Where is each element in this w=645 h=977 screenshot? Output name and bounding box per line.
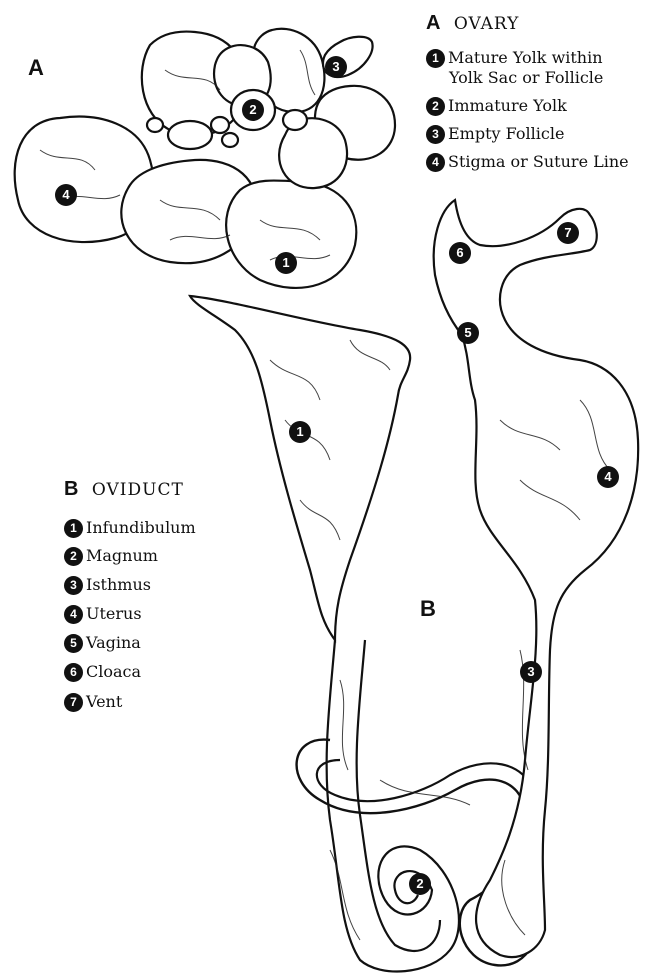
- ovary-heading-text: OVARY: [454, 14, 520, 34]
- ovary-legend-heading: A OVARY: [426, 12, 519, 35]
- ovary-num-1: 1: [426, 49, 445, 68]
- oviduct-marker-5: 5: [457, 322, 479, 344]
- ovary-marker-4: 4: [55, 184, 77, 206]
- oviduct-label-5: Vagina: [86, 633, 141, 652]
- ovary-num-3: 3: [426, 125, 445, 144]
- oviduct-num-1: 1: [64, 519, 83, 538]
- oviduct-num-7: 7: [64, 693, 83, 712]
- ovary-marker-3: 3: [325, 56, 347, 78]
- ovary-marker-2: 2: [242, 99, 264, 121]
- ovary-label-3: Empty Follicle: [448, 124, 564, 143]
- oviduct-num-2: 2: [64, 547, 83, 566]
- oviduct-label-1: Infundibulum: [86, 518, 196, 537]
- ovary-num-4: 4: [426, 153, 445, 172]
- oviduct-heading-letter: B: [64, 478, 79, 500]
- infundibulum-shape: [190, 296, 410, 640]
- ovary-label-1b: Yolk Sac or Follicle: [449, 68, 603, 87]
- ovary-num-2: 2: [426, 97, 445, 116]
- oviduct-num-4: 4: [64, 605, 83, 624]
- oviduct-label-7: Vent: [86, 692, 122, 711]
- oviduct-label-4: Uterus: [86, 604, 142, 623]
- oviduct-letter: B: [420, 596, 436, 622]
- oviduct-legend-heading: B OVIDUCT: [64, 478, 184, 501]
- uterus-shape: [434, 200, 638, 957]
- oviduct-marker-1: 1: [289, 421, 311, 443]
- oviduct-label-2: Magnum: [86, 546, 158, 565]
- ovary-label-4: Stigma or Suture Line: [448, 152, 629, 171]
- ovary-letter: A: [28, 55, 44, 81]
- oviduct-marker-4: 4: [597, 466, 619, 488]
- ovary-marker-1: 1: [275, 252, 297, 274]
- oviduct-marker-7: 7: [557, 222, 579, 244]
- oviduct-label-6: Cloaca: [86, 662, 141, 681]
- ovary-label-2: Immature Yolk: [448, 96, 567, 115]
- oviduct-marker-3: 3: [520, 661, 542, 683]
- oviduct-num-5: 5: [64, 634, 83, 653]
- oviduct-heading-text: OVIDUCT: [92, 480, 184, 500]
- ovary-heading-letter: A: [426, 12, 441, 34]
- oviduct-num-3: 3: [64, 576, 83, 595]
- ovary-label-1: Mature Yolk within: [448, 48, 603, 67]
- oviduct-num-6: 6: [64, 663, 83, 682]
- oviduct-marker-2: 2: [409, 873, 431, 895]
- oviduct-label-3: Isthmus: [86, 575, 151, 594]
- oviduct-marker-6: 6: [449, 242, 471, 264]
